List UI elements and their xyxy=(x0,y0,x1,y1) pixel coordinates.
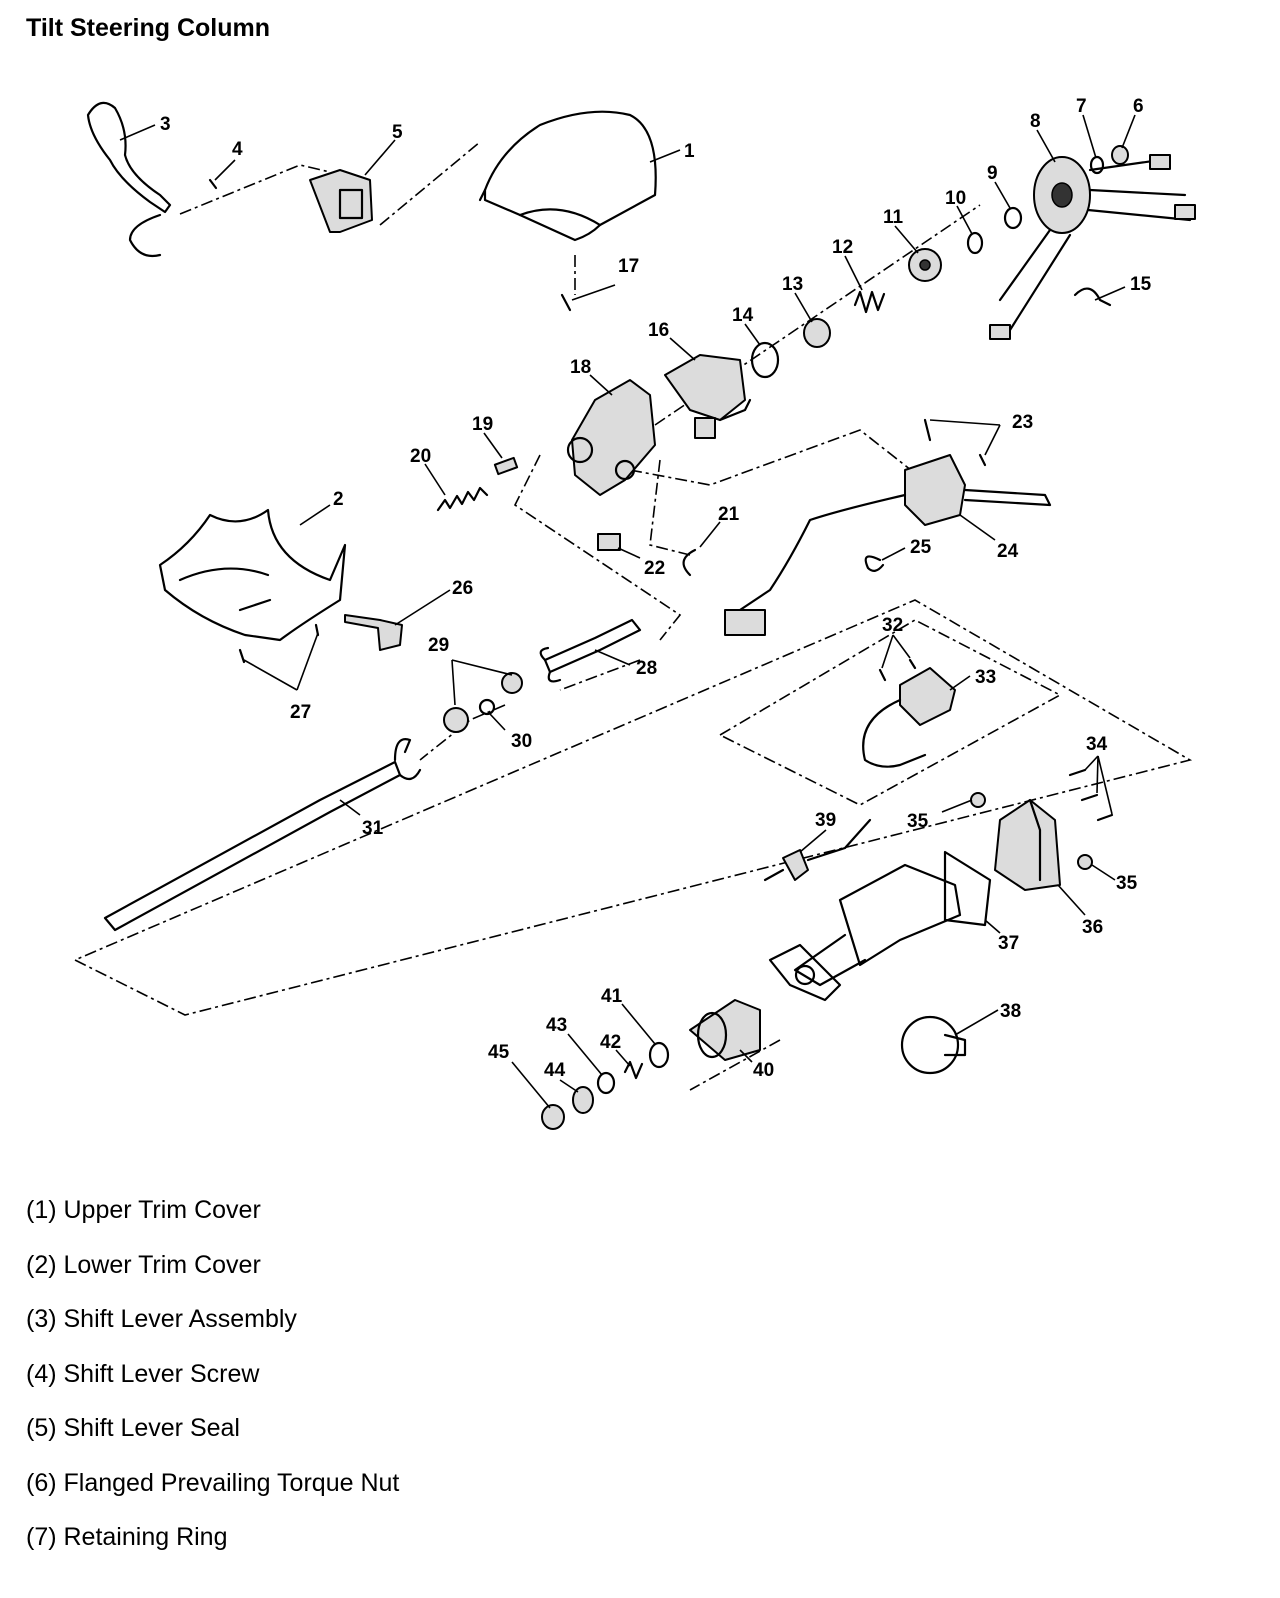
callout-6: 6 xyxy=(1133,96,1144,117)
spring-20 xyxy=(436,486,489,512)
callout-9: 9 xyxy=(987,163,998,184)
legend-item: (1) Upper Trim Cover xyxy=(26,1196,261,1224)
callout-17: 17 xyxy=(618,256,639,277)
sensor-39 xyxy=(763,818,872,882)
column-housing-36 xyxy=(994,798,1061,891)
upper-trim-cover xyxy=(478,110,657,242)
callout-19: 19 xyxy=(472,414,493,435)
callout-16: 16 xyxy=(648,320,669,341)
callout-39: 39 xyxy=(815,810,836,831)
screw-4 xyxy=(208,178,218,190)
callout-29: 29 xyxy=(428,635,449,656)
callout-24: 24 xyxy=(997,541,1019,562)
switch-33 xyxy=(862,667,956,768)
gasket-37 xyxy=(943,850,992,927)
lower-shaft-31 xyxy=(103,738,422,932)
callout-32: 32 xyxy=(882,615,903,636)
callout-35b: 35 xyxy=(1116,873,1138,894)
page-title: Tilt Steering Column xyxy=(26,14,270,42)
shift-lever-assembly xyxy=(86,101,172,258)
bearing-race-13 xyxy=(803,318,831,348)
callout-23: 23 xyxy=(1012,412,1033,433)
small-parts-41-45 xyxy=(541,1041,670,1130)
callout-4: 4 xyxy=(232,139,243,160)
callout-35a: 35 xyxy=(907,811,929,832)
callout-37: 37 xyxy=(998,933,1019,954)
legend-item: (2) Lower Trim Cover xyxy=(26,1250,261,1279)
callout-13: 13 xyxy=(782,274,803,295)
callout-11: 11 xyxy=(883,207,904,228)
spring-12 xyxy=(853,290,886,314)
yokes-29 xyxy=(443,672,523,733)
lever-26 xyxy=(344,614,403,651)
callout-18: 18 xyxy=(570,357,591,378)
callout-3: 3 xyxy=(160,114,171,135)
clip-21 xyxy=(682,548,697,577)
exploded-view-diagram: 1 2 3 4 5 6 7 8 9 10 11 12 13 14 15 16 1… xyxy=(74,96,1196,1130)
callout-15: 15 xyxy=(1130,274,1152,295)
bearing-30 xyxy=(478,698,496,716)
leader-lines xyxy=(119,114,1136,1109)
bracket-16 xyxy=(664,354,752,439)
clip-15 xyxy=(1073,287,1112,307)
column-jacket xyxy=(768,863,962,1002)
cancel-cam xyxy=(908,248,942,282)
callout-30: 30 xyxy=(511,731,532,752)
housing-18 xyxy=(566,379,656,496)
screws-32 xyxy=(878,658,917,682)
callout-25: 25 xyxy=(910,537,932,558)
callout-7: 7 xyxy=(1076,96,1087,117)
bracket-38 xyxy=(900,1015,967,1075)
callout-26: 26 xyxy=(452,578,473,599)
callout-10: 10 xyxy=(945,188,966,209)
callout-8: 8 xyxy=(1030,111,1041,132)
callout-31: 31 xyxy=(362,818,384,839)
block-22 xyxy=(597,533,621,551)
callout-45: 45 xyxy=(488,1042,510,1063)
callout-33: 33 xyxy=(975,667,996,688)
callout-34: 34 xyxy=(1086,734,1108,755)
legend-item: (3) Shift Lever Assembly xyxy=(26,1305,297,1333)
callout-36: 36 xyxy=(1082,917,1103,938)
callout-5: 5 xyxy=(392,122,403,143)
callout-43: 43 xyxy=(546,1015,567,1036)
callout-38: 38 xyxy=(1000,1001,1021,1022)
legend-item: (7) Retaining Ring xyxy=(26,1523,228,1551)
callout-21: 21 xyxy=(718,504,740,525)
shift-lever-seal xyxy=(309,169,373,233)
bearing-14 xyxy=(750,341,780,379)
legend-item: (6) Flanged Prevailing Torque Nut xyxy=(26,1468,400,1497)
callout-14: 14 xyxy=(732,305,754,326)
callout-44: 44 xyxy=(544,1060,566,1081)
callout-28: 28 xyxy=(636,658,657,679)
callout-27: 27 xyxy=(290,702,311,723)
callout-22: 22 xyxy=(644,558,665,579)
lower-trim-cover xyxy=(158,508,347,642)
clip-25 xyxy=(864,555,885,572)
small-rings xyxy=(966,145,1129,255)
screws-23 xyxy=(923,418,987,467)
callout-40: 40 xyxy=(753,1060,774,1081)
housing-40 xyxy=(689,999,761,1061)
parts-legend: (1) Upper Trim Cover (2) Lower Trim Cove… xyxy=(26,1190,399,1572)
screws-34 xyxy=(1068,768,1114,822)
coil-assembly xyxy=(989,154,1196,340)
shaft-28 xyxy=(539,618,642,683)
callout-1: 1 xyxy=(684,141,695,162)
pin-19 xyxy=(493,456,519,476)
assembly-dashed-lines xyxy=(74,141,1193,1091)
callout-41: 41 xyxy=(601,986,623,1007)
legend-item: (5) Shift Lever Seal xyxy=(26,1414,240,1442)
callout-42: 42 xyxy=(600,1032,621,1053)
callout-20: 20 xyxy=(410,446,431,467)
callout-2: 2 xyxy=(333,489,344,510)
screws-27 xyxy=(238,623,320,664)
callout-12: 12 xyxy=(832,237,853,258)
screw-17 xyxy=(560,293,572,312)
callout-labels: 1 2 3 4 5 6 7 8 9 10 11 12 13 14 15 16 1… xyxy=(160,96,1152,1081)
legend-item: (4) Shift Lever Screw xyxy=(26,1359,260,1388)
